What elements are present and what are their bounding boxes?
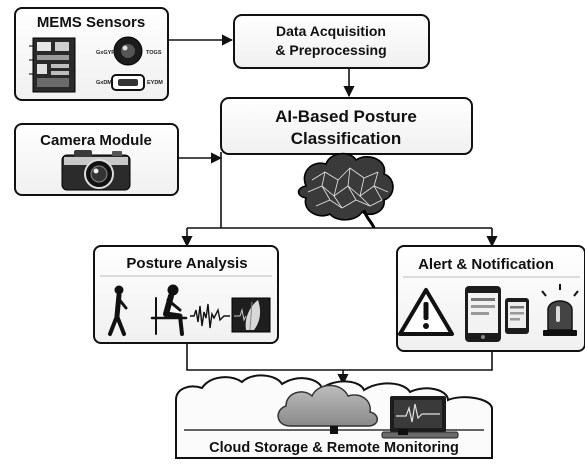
line-alert-down: [343, 351, 493, 371]
gyroscope-icon: [113, 36, 143, 66]
line-posture-down: [186, 343, 343, 371]
tablet-icon: [505, 298, 529, 334]
walking-person-icon: [108, 285, 128, 336]
camera-module-box: Camera Module: [14, 123, 179, 196]
laptop-icon: [381, 396, 459, 439]
acq-line-1: Data Acquisition: [276, 23, 386, 39]
alert-notification-box: Alert & Notification: [396, 245, 585, 352]
cloud-storage-container: Cloud Storage & Remote Monitoring: [175, 374, 493, 459]
camera-icon: [61, 150, 131, 191]
data-acquisition-box: Data Acquisition & Preprocessing: [233, 14, 430, 69]
posture-xray-icon: [231, 297, 271, 333]
sensor-code-3: GxDM: [96, 80, 112, 86]
warning-icon: [398, 288, 454, 336]
sensor-board-icon: [29, 37, 76, 93]
ai-line-2: Classification: [291, 129, 402, 148]
mems-title: MEMS Sensors: [37, 14, 145, 31]
alarm-light-icon: [541, 284, 579, 336]
alert-title: Alert & Notification: [418, 256, 554, 273]
mems-sensors-box: MEMS Sensors GxGYR TOGS Gx: [14, 7, 169, 101]
sensor-code-4: EYDM: [147, 80, 163, 86]
seated-person-icon: [150, 284, 188, 336]
cloud-title: Cloud Storage & Remote Monitoring: [209, 440, 459, 456]
posture-title: Posture Analysis: [126, 255, 247, 272]
camera-title: Camera Module: [40, 132, 152, 149]
posture-analysis-box: Posture Analysis: [93, 245, 279, 344]
connectors: [168, 34, 498, 386]
sensor-code-1: GxGYR: [96, 50, 115, 56]
signal-wave-icon: [190, 303, 230, 329]
acq-line-2: & Preprocessing: [275, 42, 386, 58]
smartphone-icon: [465, 286, 501, 342]
ai-line-1: AI-Based Posture: [275, 107, 417, 126]
brain-icon: [297, 152, 394, 229]
ai-classification-box: AI-Based Posture Classification: [220, 97, 473, 155]
cloud-icon: [277, 384, 378, 427]
sensor-code-2: TOGS: [146, 50, 162, 56]
accelerometer-icon: [111, 74, 145, 91]
